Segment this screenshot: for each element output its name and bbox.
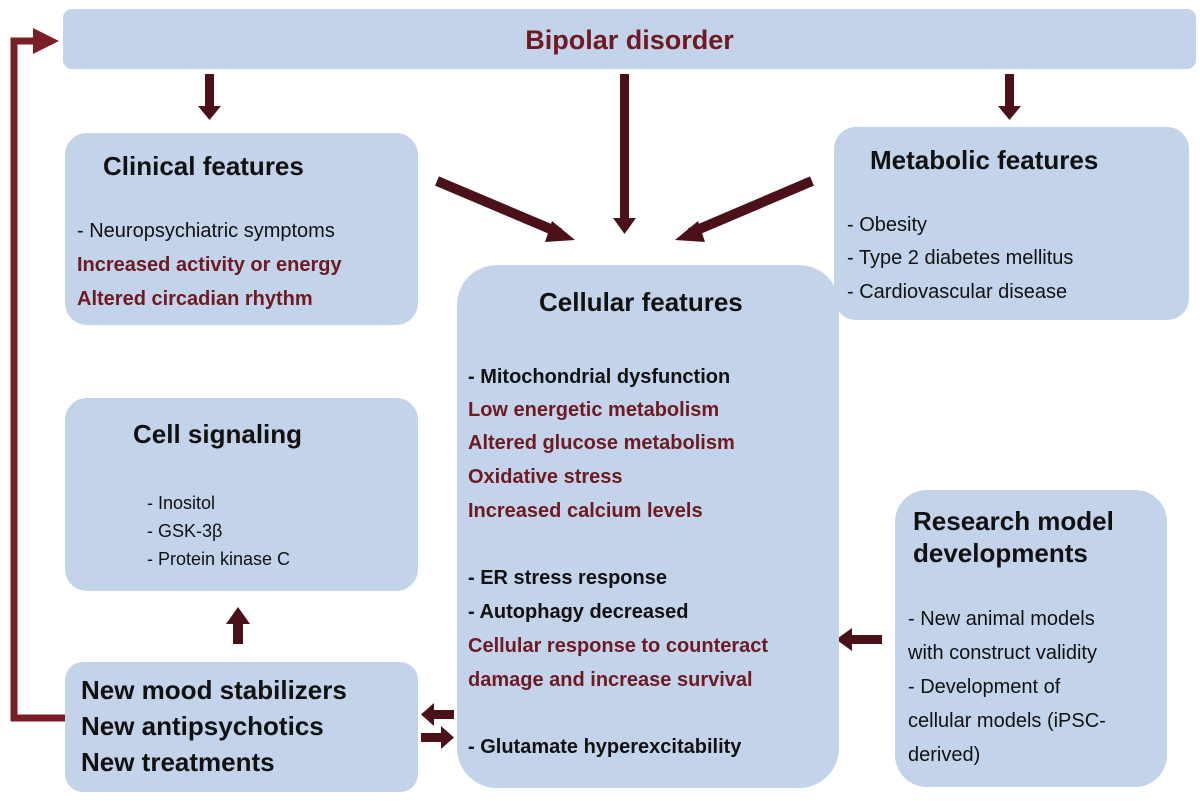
bipolar-disorder-box: Bipolar disorder [63, 9, 1196, 69]
metabolic-item: - Obesity [847, 214, 928, 236]
metabolic-features-box: Metabolic features - Obesity - Type 2 di… [834, 127, 1189, 320]
cellular-item: - Glutamate hyperexcitability [468, 736, 742, 758]
clinical-item: Altered circadian rhythm [77, 288, 313, 310]
new-treatments-box: New mood stabilizers New antipsychotics … [65, 662, 418, 792]
cell-signaling-title: Cell signaling [133, 419, 303, 449]
arrow-clinical-to-cellular [435, 176, 575, 242]
research-item: with construct validity [908, 642, 1097, 664]
cellular-item: - Autophagy decreased [468, 601, 689, 623]
bipolar-disorder-title: Bipolar disorder [525, 25, 734, 55]
cell-signaling-item: - Protein kinase C [147, 549, 291, 569]
arrow-bipolar-to-metabolic [998, 74, 1021, 120]
feedback-arrow-head [33, 28, 59, 54]
cellular-item: Altered glucose metabolism [468, 432, 735, 454]
clinical-item: - Neuropsychiatric symptoms [77, 220, 335, 242]
research-item: - Development of [908, 676, 1061, 698]
arrow-cellular-to-treatments [421, 703, 454, 726]
research-item: cellular models (iPSC- [908, 710, 1106, 732]
metabolic-features-title: Metabolic features [870, 145, 1099, 175]
research-model-title: Research model [913, 506, 1114, 536]
clinical-features-box: Clinical features - Neuropsychiatric sym… [65, 133, 418, 325]
cellular-item: - ER stress response [468, 567, 667, 589]
research-model-box: Research model developments - New animal… [895, 490, 1167, 787]
cellular-item: damage and increase survival [468, 669, 753, 691]
metabolic-item: - Cardiovascular disease [847, 281, 1068, 303]
cellular-item: Low energetic metabolism [468, 399, 720, 421]
arrow-research-to-cellular [836, 628, 882, 651]
treatment-item: New antipsychotics [81, 711, 324, 741]
cell-signaling-box: Cell signaling - Inositol - GSK-3β - Pro… [65, 398, 418, 591]
arrow-treatments-to-cellular [421, 726, 454, 749]
research-item: derived) [908, 744, 981, 766]
cell-signaling-item: - GSK-3β [147, 521, 223, 541]
feedback-arrow-line [10, 37, 68, 722]
metabolic-item: - Type 2 diabetes mellitus [847, 247, 1074, 269]
cellular-item: - Mitochondrial dysfunction [468, 366, 731, 388]
arrow-treatments-to-signaling [226, 607, 250, 644]
clinical-features-title: Clinical features [103, 151, 304, 181]
arrow-bipolar-to-cellular [613, 74, 636, 234]
treatment-item: New treatments [81, 747, 275, 777]
research-item: - New animal models [908, 608, 1095, 630]
cell-signaling-item: - Inositol [147, 493, 216, 513]
arrow-metabolic-to-cellular [675, 176, 814, 242]
arrow-bipolar-to-clinical [198, 74, 221, 120]
cellular-item: Oxidative stress [468, 466, 623, 488]
treatment-item: New mood stabilizers [81, 675, 347, 705]
cellular-features-box: Cellular features - Mitochondrial dysfun… [457, 265, 839, 788]
research-model-title: developments [913, 538, 1088, 568]
cellular-item: Cellular response to counteract [468, 635, 769, 657]
clinical-item: Increased activity or energy [77, 254, 342, 276]
cellular-features-title: Cellular features [539, 287, 743, 317]
cellular-item: Increased calcium levels [468, 500, 703, 522]
